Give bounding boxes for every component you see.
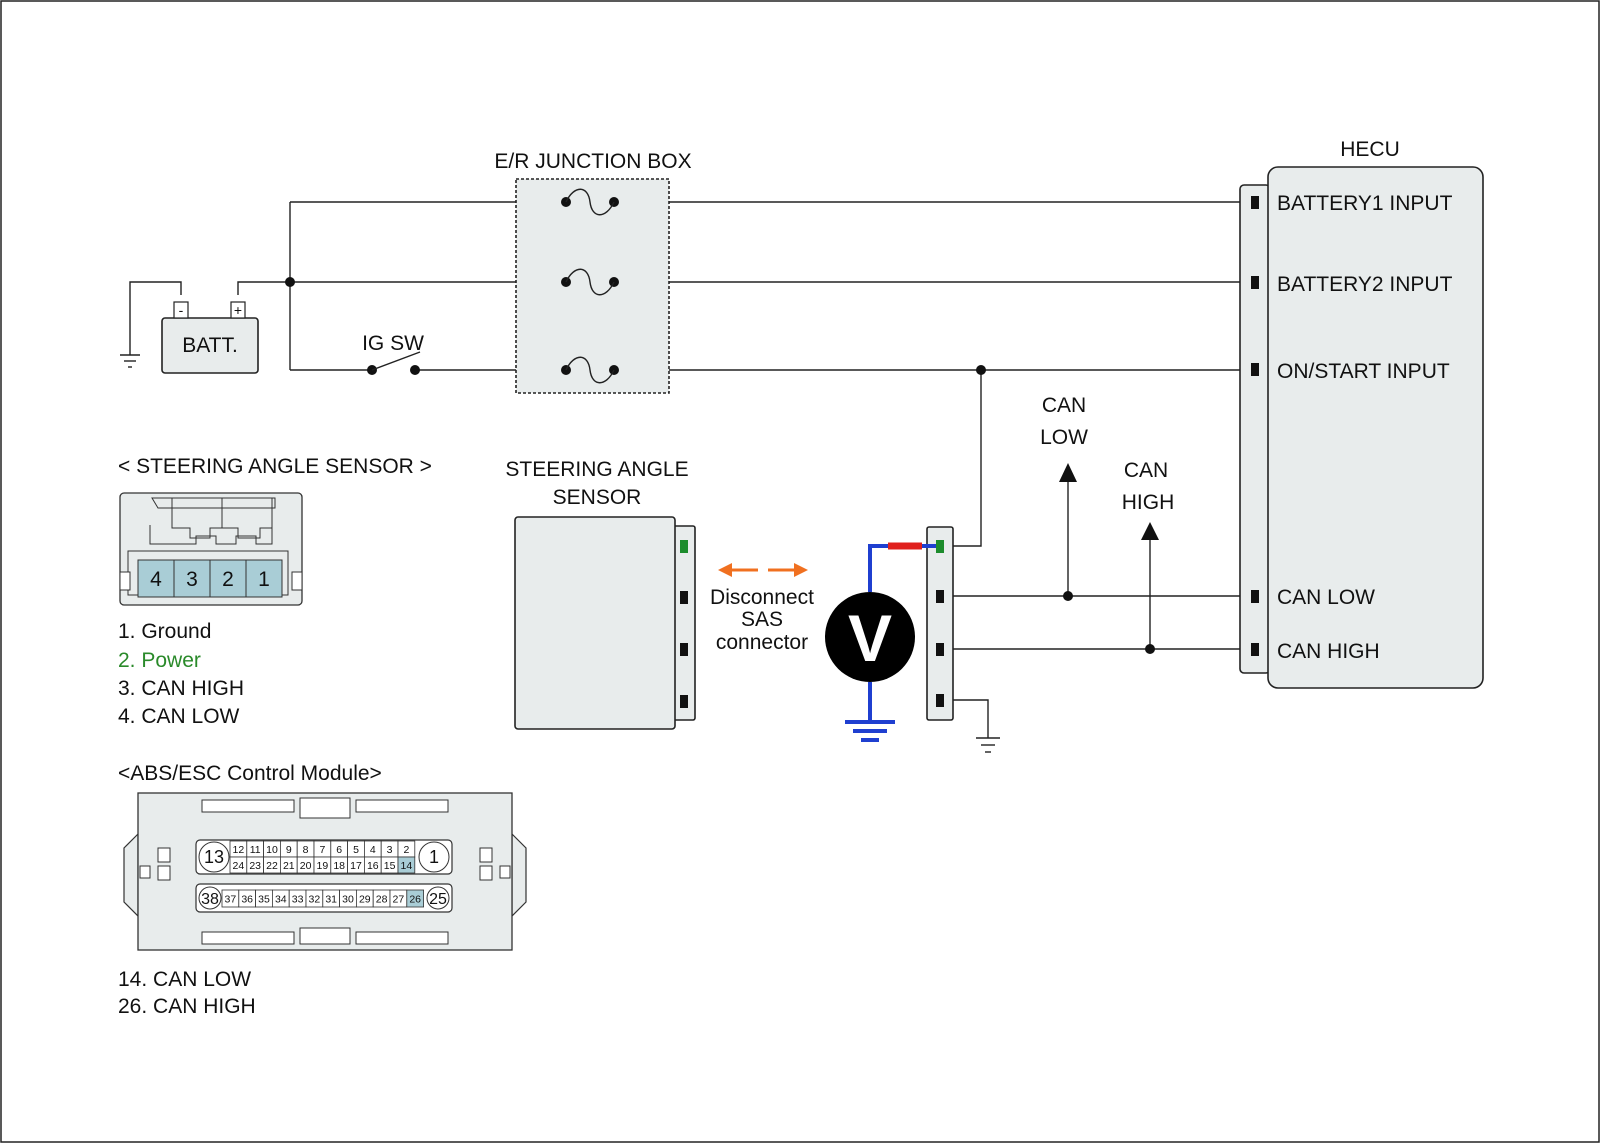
fuse (561, 188, 619, 216)
ground-symbol (120, 354, 140, 368)
abs-pin-label: 3 (387, 844, 393, 856)
sas-legend-item: 1. Ground (118, 620, 211, 643)
battery-plus-label: + (234, 302, 242, 318)
fuse (561, 268, 619, 296)
can-low-label: LOW (1040, 426, 1088, 449)
abs-pin-label: 22 (266, 860, 278, 872)
abs-pin-label: 9 (286, 844, 292, 856)
abs-big-pin: 25 (429, 891, 447, 908)
voltmeter-symbol: V (848, 601, 892, 675)
abs-pin-label: 10 (266, 844, 278, 856)
junction-box: E/R JUNCTION BOX (494, 150, 692, 394)
wire-junctions (285, 277, 1155, 654)
abs-pin-label: 7 (319, 844, 325, 856)
abs-pin-label: 32 (309, 893, 321, 905)
sas-legend-item: 4. CAN LOW (118, 705, 240, 728)
can-high-arrow-head (1141, 522, 1159, 540)
abs-pin-label: 34 (275, 893, 287, 905)
hecu-pin-on-start: ON/START INPUT (1277, 360, 1450, 383)
abs-pin-label: 27 (393, 893, 405, 905)
harness-terminal-green (936, 540, 944, 553)
abs-legend-item: 26. CAN HIGH (118, 995, 256, 1018)
hecu-pin-can-low: CAN LOW (1277, 586, 1375, 609)
abs-pin-row-middle: 24 23 22 21 20 19 18 17 16 15 14 (229, 856, 416, 874)
sas-connector-face: < STEERING ANGLE SENSOR > 4 3 2 1 (118, 455, 432, 606)
abs-pin-label: 2 (403, 844, 409, 856)
sas-connector-title: < STEERING ANGLE SENSOR > (118, 455, 432, 478)
fuse (561, 356, 619, 384)
abs-pin-label: 20 (300, 860, 312, 872)
battery-label: BATT. (182, 334, 238, 357)
battery-minus-label: - (179, 302, 184, 318)
disconnect-note: Disconnect (710, 586, 814, 609)
steering-angle-sensor-module: STEERING ANGLE SENSOR (505, 458, 696, 730)
abs-module-title: <ABS/ESC Control Module> (118, 762, 382, 785)
can-high-label: CAN (1124, 459, 1168, 482)
battery: - + BATT. (161, 301, 259, 374)
voltmeter: V (825, 542, 936, 742)
abs-big-pin: 38 (201, 891, 219, 908)
abs-pin-label: 19 (317, 860, 329, 872)
abs-pin-label: 23 (249, 860, 261, 872)
can-high-label: HIGH (1122, 491, 1175, 514)
abs-big-pin: 1 (429, 847, 439, 867)
hecu-pin-can-high: CAN HIGH (1277, 640, 1380, 663)
abs-pin-label: 24 (233, 860, 245, 872)
hecu-title: HECU (1340, 138, 1400, 161)
sas-legend-item-power: 2. Power (118, 649, 201, 672)
abs-pin-label: 4 (370, 844, 376, 856)
abs-pin-label: 28 (376, 893, 388, 905)
disconnect-note: SAS (741, 608, 783, 631)
abs-pin-cell (406, 889, 424, 908)
sas-legend-item: 3. CAN HIGH (118, 677, 244, 700)
abs-pin-label: 17 (350, 860, 362, 872)
abs-pin-label: 16 (367, 860, 379, 872)
abs-pin-label: 18 (333, 860, 345, 872)
ig-switch-label: IG SW (362, 332, 424, 355)
ignition-switch: IG SW (362, 332, 424, 375)
abs-pin-label: 36 (241, 893, 253, 905)
disconnect-note: connector (716, 631, 808, 654)
abs-big-pin: 13 (204, 847, 224, 867)
abs-pin-label: 37 (225, 893, 237, 905)
abs-pin-row-bottom: 37 36 35 34 33 32 31 30 29 28 27 26 (221, 889, 424, 908)
junction-box-title: E/R JUNCTION BOX (494, 150, 691, 173)
sas-title: STEERING ANGLE (505, 458, 688, 481)
sas-title: SENSOR (553, 486, 642, 509)
can-low-label: CAN (1042, 394, 1086, 417)
abs-pin-label: 30 (342, 893, 354, 905)
sas-pin-label: 3 (186, 568, 198, 591)
sas-pin-label: 2 (222, 568, 234, 591)
abs-pin-label: 26 (409, 893, 421, 905)
disconnect-arrows (718, 563, 808, 577)
abs-legend-item: 14. CAN LOW (118, 968, 251, 991)
sas-terminal-green (680, 540, 688, 553)
harness-connector (926, 526, 954, 721)
abs-pin-label: 8 (303, 844, 309, 856)
abs-pin-label: 21 (283, 860, 295, 872)
hecu-module: HECU BATTERY1 INPUT BATTERY2 INPUT ON/ST… (1239, 138, 1484, 689)
sas-pin-label: 4 (150, 568, 162, 591)
abs-pin-label: 31 (325, 893, 337, 905)
ground-symbol (976, 737, 1000, 753)
abs-pin-cell (397, 856, 416, 874)
can-low-arrow-head (1059, 463, 1077, 482)
sas-pin-label: 1 (258, 568, 270, 591)
hecu-pin-battery1: BATTERY1 INPUT (1277, 192, 1453, 215)
abs-pin-label: 33 (292, 893, 304, 905)
abs-pin-label: 12 (233, 844, 245, 856)
hecu-pin-battery2: BATTERY2 INPUT (1277, 273, 1453, 296)
abs-pin-label: 11 (250, 844, 261, 856)
abs-pin-label: 6 (336, 844, 342, 856)
abs-pin-label: 35 (258, 893, 270, 905)
abs-pin-label: 5 (353, 844, 359, 856)
abs-pin-label: 15 (384, 860, 396, 872)
abs-pin-label: 14 (401, 860, 413, 872)
abs-pin-label: 29 (359, 893, 371, 905)
